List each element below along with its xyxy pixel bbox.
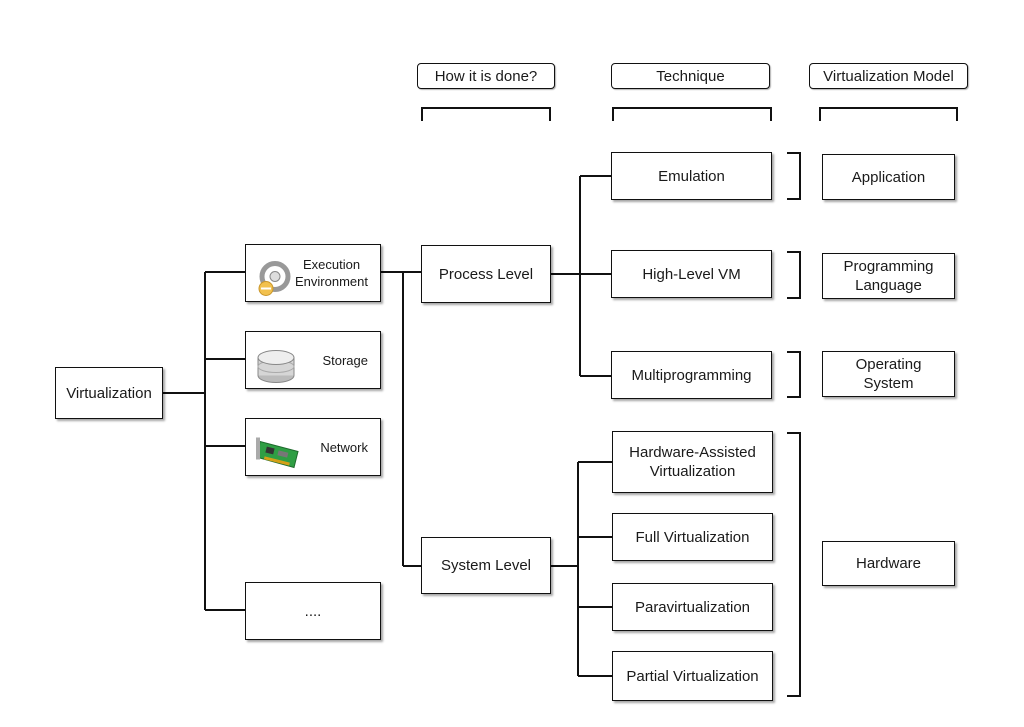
model-hardware: Hardware [822, 541, 955, 586]
resource-network-label: Network [320, 439, 368, 455]
technique-para-label: Paravirtualization [634, 598, 751, 616]
resource-execution-label: Execution Environment [295, 257, 368, 289]
execution-environment-icon [256, 244, 292, 303]
root-label: Virtualization [66, 384, 152, 402]
model-programming-language-label: Programming Language [843, 258, 934, 294]
network-card-icon [256, 419, 302, 476]
resource-more: .... [245, 582, 381, 640]
storage-disk-icon [256, 332, 296, 389]
model-application-label: Application [851, 168, 926, 186]
technique-full-virtualization: Full Virtualization [612, 513, 773, 561]
technique-emulation: Emulation [611, 152, 772, 200]
model-hardware-label: Hardware [855, 555, 922, 572]
process-level-label: Process Level [438, 265, 534, 283]
model-operating-system: Operating System [822, 351, 955, 397]
model-application: Application [822, 154, 955, 200]
process-level-node: Process Level [421, 245, 551, 303]
technique-hlvm-label: High-Level VM [642, 265, 741, 283]
resource-more-label: .... [304, 602, 322, 620]
resource-execution-environment: Execution Environment [245, 244, 381, 302]
technique-full-label: Full Virtualization [635, 528, 750, 546]
header-technique-label: Technique [656, 67, 725, 85]
technique-paravirtualization: Paravirtualization [612, 583, 773, 631]
system-level-label: System Level [440, 557, 532, 574]
technique-multiprogramming-label: Multiprogramming [631, 366, 752, 384]
header-virtualization-model: Virtualization Model [809, 63, 968, 89]
header-model-label: Virtualization Model [823, 67, 954, 85]
resource-storage: Storage [245, 331, 381, 389]
technique-partial-label: Partial Virtualization [626, 667, 759, 685]
technique-hardware-assisted-label: Hardware-Assisted Virtualization [629, 444, 756, 480]
technique-partial-virtualization: Partial Virtualization [612, 651, 773, 701]
technique-hardware-assisted: Hardware-Assisted Virtualization [612, 431, 773, 493]
resource-storage-label: Storage [322, 352, 368, 368]
header-how-label: How it is done? [434, 67, 538, 85]
technique-multiprogramming: Multiprogramming [611, 351, 772, 399]
header-technique: Technique [611, 63, 770, 89]
resource-network: Network [245, 418, 381, 476]
model-operating-system-label: Operating System [855, 356, 922, 392]
model-programming-language: Programming Language [822, 253, 955, 299]
header-how-it-is-done: How it is done? [417, 63, 555, 89]
technique-emulation-label: Emulation [658, 167, 725, 185]
technique-high-level-vm: High-Level VM [611, 250, 772, 298]
root-virtualization-node: Virtualization [55, 367, 163, 419]
system-level-node: System Level [421, 537, 551, 594]
